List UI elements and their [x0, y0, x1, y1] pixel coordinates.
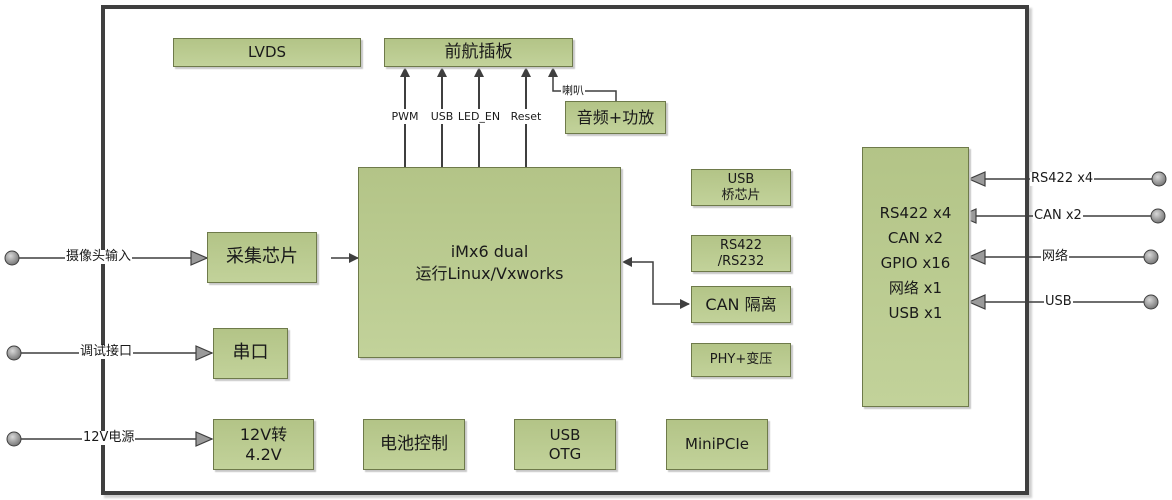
block-serial: 串口: [213, 328, 288, 379]
block-usb-bridge: USB 桥芯片: [691, 169, 791, 206]
signal-label-usb: USB: [430, 109, 454, 124]
block-usb-otg: USB OTG: [514, 419, 616, 470]
terminal-camera: [4, 250, 20, 266]
signal-label-reset: Reset: [510, 109, 542, 124]
block-rs422-rs232: RS422 /RS232: [691, 235, 791, 272]
arrowhead-cpu-side: [622, 257, 632, 267]
input-label-power: 12V电源: [82, 430, 136, 445]
terminal-power: [6, 431, 22, 447]
block-external-connector: RS422 x4 CAN x2 GPIO x16 网络 x1 USB x1: [862, 147, 969, 407]
signal-label-pwm: PWM: [391, 109, 419, 124]
terminal-network: [1143, 249, 1159, 265]
cpu-os: 运行Linux/Vxworks: [415, 263, 564, 283]
block-audio-amp: 音频+功放: [565, 101, 666, 134]
block-capture-chip: 采集芯片: [207, 232, 317, 283]
signal-label-led-en: LED_EN: [457, 109, 501, 124]
block-cpu: iMx6 dual 运行Linux/Vxworks: [358, 167, 621, 358]
terminal-rs422: [1151, 171, 1167, 187]
terminal-can: [1150, 208, 1166, 224]
input-label-debug: 调试接口: [79, 344, 134, 359]
block-front-panel: 前航插板: [384, 38, 573, 67]
input-label-usb: USB: [1044, 294, 1073, 309]
input-label-can: CAN x2: [1033, 208, 1083, 223]
block-phy-transformer: PHY+变压: [691, 343, 791, 377]
block-minipcie: MiniPCIe: [666, 419, 768, 470]
terminal-debug: [6, 345, 22, 361]
block-lvds: LVDS: [173, 38, 361, 67]
block-dcdc-12v-4v2: 12V转 4.2V: [213, 419, 314, 470]
terminal-usb: [1143, 294, 1159, 310]
cpu-name: iMx6 dual: [450, 241, 529, 261]
speaker-label: 喇叭: [561, 84, 585, 98]
input-label-camera: 摄像头输入: [65, 249, 133, 264]
input-label-rs422: RS422 x4: [1030, 171, 1095, 186]
block-can-isolation: CAN 隔离: [691, 286, 791, 323]
input-label-network: 网络: [1041, 249, 1070, 264]
wire-cpu-can: [632, 261, 690, 309]
block-battery-control: 电池控制: [363, 419, 465, 470]
